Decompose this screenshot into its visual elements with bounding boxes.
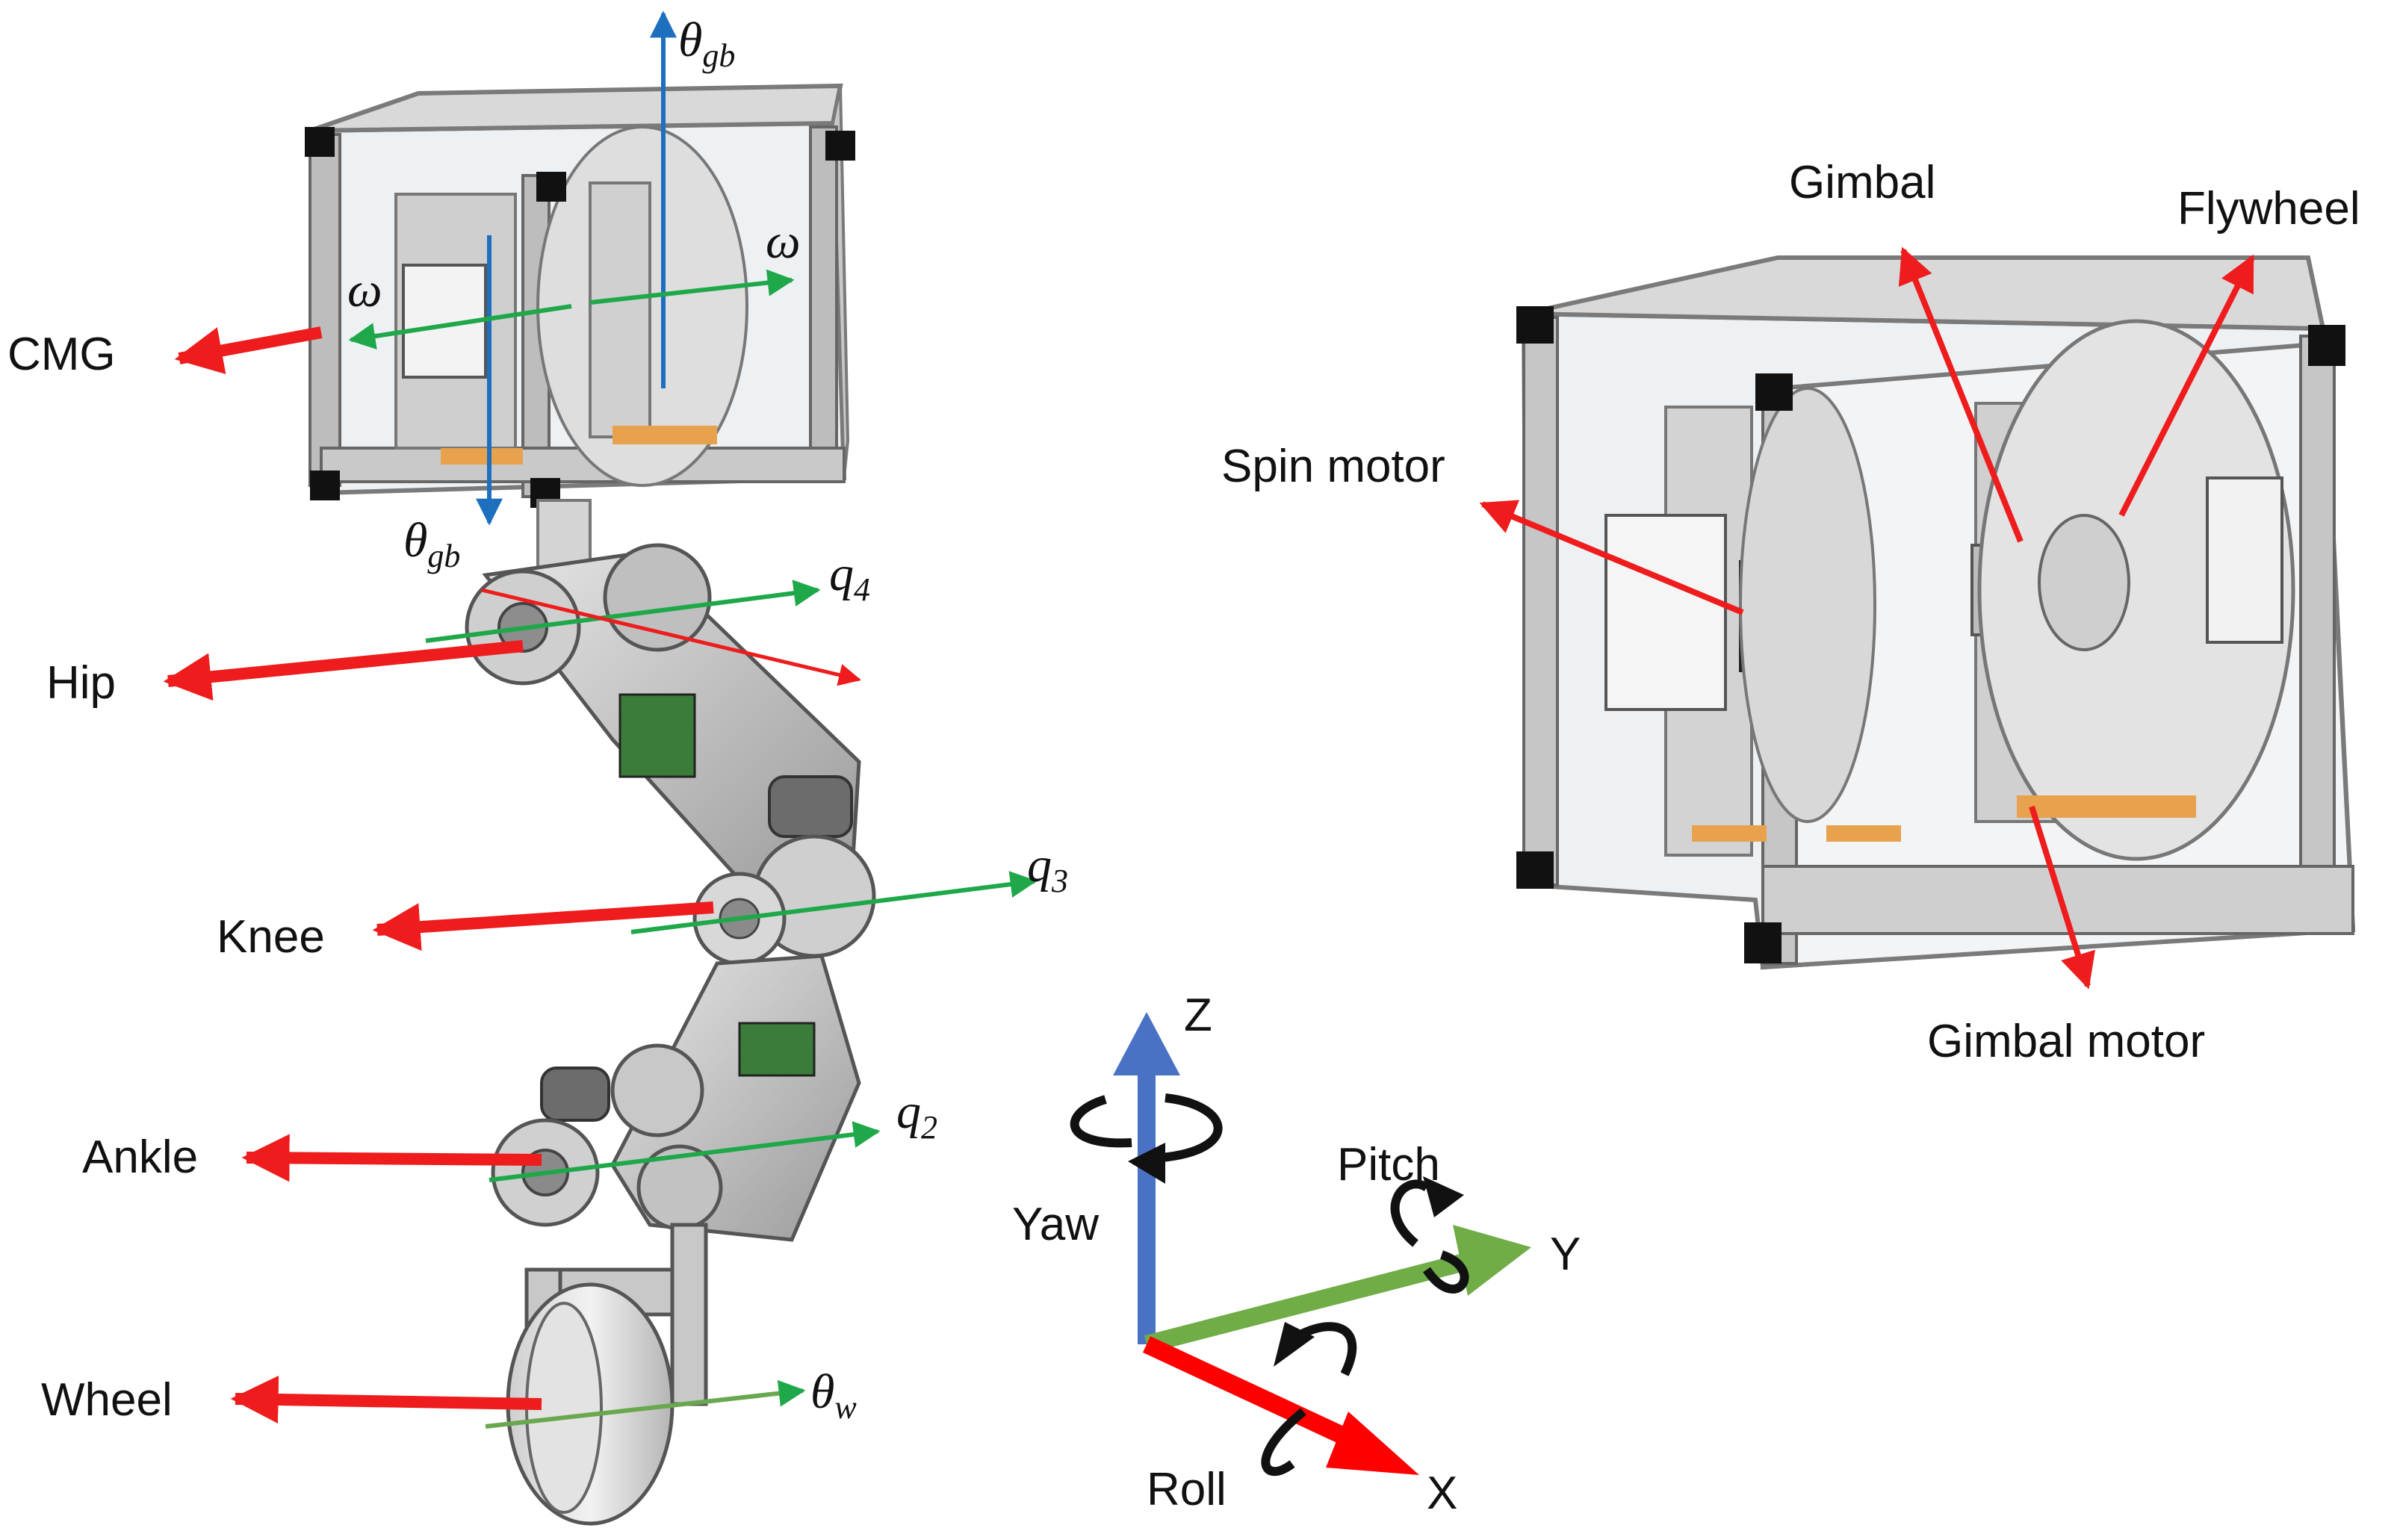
robot-leg-assembly xyxy=(305,83,876,1526)
theta-w-label: θw xyxy=(810,1364,857,1426)
gimbal-pointer xyxy=(1898,246,2024,543)
ankle-arrow xyxy=(241,1134,542,1182)
roll-rotation-icon xyxy=(1261,1322,1357,1477)
gimbal-motor-label: Gimbal motor xyxy=(1927,1016,2205,1067)
omega-left-arrow xyxy=(348,304,572,350)
omega-right-arrow xyxy=(589,269,795,305)
omega-right-label: ω xyxy=(766,214,801,269)
coordinate-frame: Z Y X Yaw Pitch Roll xyxy=(1012,990,1581,1519)
q4-label: q4 xyxy=(829,547,870,608)
x-axis xyxy=(1142,1336,1368,1453)
ankle-label: Ankle xyxy=(82,1131,198,1183)
y-axis-label: Y xyxy=(1550,1229,1581,1280)
theta-gb-bottom-label: θgb xyxy=(403,513,460,574)
thigh-link xyxy=(465,543,861,898)
z-axis-head xyxy=(1113,1012,1180,1075)
yaw-rotation-head xyxy=(1128,1143,1165,1184)
flywheel-label: Flywheel xyxy=(2177,183,2360,235)
yaw-label: Yaw xyxy=(1012,1199,1099,1250)
z-axis-label: Z xyxy=(1184,990,1212,1041)
q3-arrow xyxy=(630,871,1038,934)
q4-arrow xyxy=(425,580,821,643)
roll-label: Roll xyxy=(1147,1464,1227,1515)
pitch-rotation-head xyxy=(1423,1176,1464,1217)
knee-label: Knee xyxy=(217,911,325,963)
hip-label: Hip xyxy=(46,657,116,709)
q3-label: q3 xyxy=(1027,838,1068,899)
gimbal-label: Gimbal xyxy=(1789,157,1935,208)
cmg-arrow xyxy=(174,326,323,375)
wheel-arrow xyxy=(230,1375,542,1423)
roll-rotation-head xyxy=(1274,1322,1315,1367)
yaw-rotation-icon xyxy=(1070,1093,1223,1162)
spin-motor-label: Spin motor xyxy=(1221,441,1445,492)
theta-w-arrow xyxy=(485,1379,806,1429)
left-labels: CMG Hip Knee Ankle Wheel θgb θgb ω ω q4 … xyxy=(7,13,1068,1426)
left-arrows xyxy=(163,10,1038,1429)
flywheel-pointer xyxy=(2118,254,2255,517)
y-axis xyxy=(1144,1253,1467,1353)
hip-arrow xyxy=(163,640,524,701)
wheel-assembly xyxy=(506,1223,708,1526)
omega-left-label: ω xyxy=(347,263,382,317)
pitch-rotation-icon xyxy=(1390,1179,1469,1294)
cmg-label: CMG xyxy=(7,329,116,380)
cmg-cube xyxy=(305,83,855,508)
y-axis-head xyxy=(1453,1225,1531,1296)
x-axis-head xyxy=(1326,1412,1419,1475)
knee-arrow xyxy=(372,901,714,951)
cmg-detail: Gimbal Flywheel Spin motor Gimbal motor xyxy=(1221,157,2360,1067)
theta-gb-top-label: θgb xyxy=(678,13,735,74)
gimbal-motor-pointer xyxy=(2029,805,2096,990)
q2-arrow xyxy=(489,1121,881,1182)
spin-motor-pointer xyxy=(1479,500,1744,615)
gimbal-axis-arrow xyxy=(481,588,861,686)
q2-label: q2 xyxy=(896,1084,937,1146)
x-axis-label: X xyxy=(1427,1468,1457,1519)
wheel-label: Wheel xyxy=(41,1374,173,1426)
pitch-label: Pitch xyxy=(1337,1139,1440,1190)
